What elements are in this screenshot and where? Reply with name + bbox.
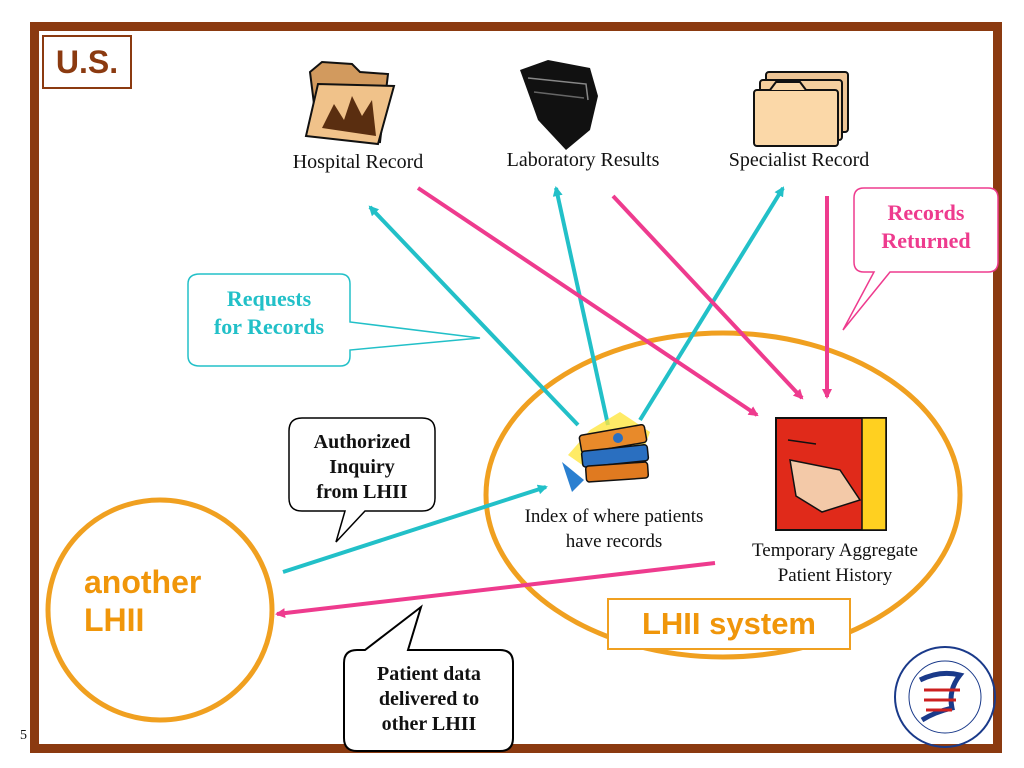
request-arrow-laboratory <box>552 186 610 426</box>
requests-callout-bubble <box>187 273 481 367</box>
return-arrow-hospital <box>416 186 759 417</box>
delivery-arrow <box>275 561 716 619</box>
folder-icon <box>304 60 396 146</box>
stacked-folders-icon <box>753 71 849 147</box>
slide-title: U.S. <box>42 35 132 89</box>
laboratory-results-label: Laboratory Results <box>506 149 660 171</box>
inquiry-callout-bubble <box>288 417 436 543</box>
lhii-system-label: LHII system <box>607 598 851 650</box>
hhs-seal-logo <box>894 646 996 748</box>
delivered-callout-bubble <box>343 604 514 752</box>
hand-folder-icon <box>775 417 887 531</box>
books-icon <box>562 412 650 492</box>
returned-callout-bubble <box>842 187 999 331</box>
hospital-record-label: Hospital Record <box>292 151 424 173</box>
other-lhii-circle <box>45 497 275 723</box>
black-folder-icon <box>520 60 598 150</box>
lhii-system-ellipse <box>483 330 963 660</box>
inquiry-arrow <box>282 484 548 574</box>
return-arrow-laboratory <box>611 194 804 400</box>
request-arrow-hospital <box>368 205 580 427</box>
specialist-record-label: Specialist Record <box>728 149 870 171</box>
slide-frame <box>30 22 1002 753</box>
page-number: 5 <box>20 728 27 743</box>
